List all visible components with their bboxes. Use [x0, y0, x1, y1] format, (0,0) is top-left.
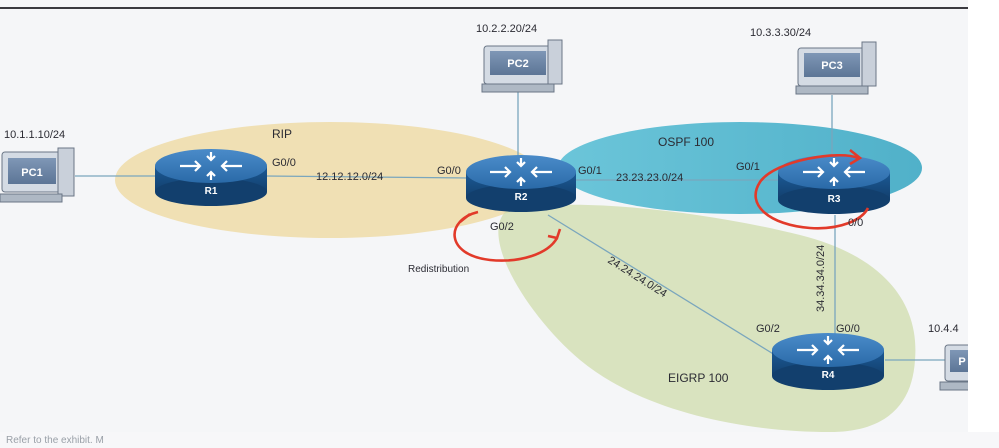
pc1-ip-label: 10.1.1.10/24 — [4, 129, 65, 141]
links — [75, 92, 945, 361]
footer: Refer to the exhibit. M — [0, 432, 999, 448]
subnet-r3-r4-label: 34.34.34.0/24 — [815, 245, 827, 312]
router-r3-icon[interactable]: R3 — [778, 155, 890, 214]
r2-g02-label: G0/2 — [490, 221, 514, 233]
pc2-ip-label: 10.2.2.20/24 — [476, 23, 537, 35]
eigrp-zone-label: EIGRP 100 — [668, 371, 729, 385]
subnet-r2-r3-label: 23.23.23.0/24 — [616, 172, 683, 184]
router-r2-label: R2 — [515, 192, 528, 203]
footer-text: Refer to the exhibit. M — [6, 435, 104, 446]
router-r1-label: R1 — [205, 186, 218, 197]
pc1-label: PC1 — [21, 167, 42, 179]
pc2-icon[interactable]: PC2 — [481, 39, 563, 93]
pc4-icon[interactable]: P — [939, 344, 976, 391]
redistribution-label: Redistribution — [408, 264, 469, 275]
router-r4-label: R4 — [822, 370, 835, 381]
pc3-label: PC3 — [821, 60, 842, 72]
redistribution-arrow-r3-icon — [754, 148, 870, 230]
pc3-icon[interactable]: PC3 — [795, 41, 877, 95]
link-r1-r2 — [264, 175, 471, 179]
r3-g00-label: 0/0 — [848, 217, 863, 229]
pc3-ip-label: 10.3.3.30/24 — [750, 27, 811, 39]
ospf-zone-label: OSPF 100 — [658, 135, 714, 149]
pc4-label: P — [958, 356, 965, 368]
router-r4-icon[interactable]: R4 — [772, 333, 884, 390]
r1-g00-label: G0/0 — [272, 157, 296, 169]
pc4-ip-label: 10.4.4 — [928, 323, 959, 335]
r2-g01-label: G0/1 — [578, 165, 602, 177]
router-r3-label: R3 — [828, 194, 841, 205]
r3-g01-label: G0/1 — [736, 161, 760, 173]
r4-g00-label: G0/0 — [836, 323, 860, 335]
r2-g00-label: G0/0 — [437, 165, 461, 177]
pc2-label: PC2 — [507, 58, 528, 70]
r4-g02-label: G0/2 — [756, 323, 780, 335]
pc1-icon[interactable]: PC1 — [0, 147, 75, 203]
rip-zone-label: RIP — [272, 127, 292, 141]
subnet-r1-r2-label: 12.12.12.0/24 — [316, 171, 383, 183]
router-r2-icon[interactable]: R2 — [466, 155, 576, 212]
link-r2-r4 — [547, 214, 776, 356]
redistribution-arrow-r2-icon — [453, 210, 562, 262]
router-r1-icon[interactable]: R1 — [155, 149, 267, 206]
